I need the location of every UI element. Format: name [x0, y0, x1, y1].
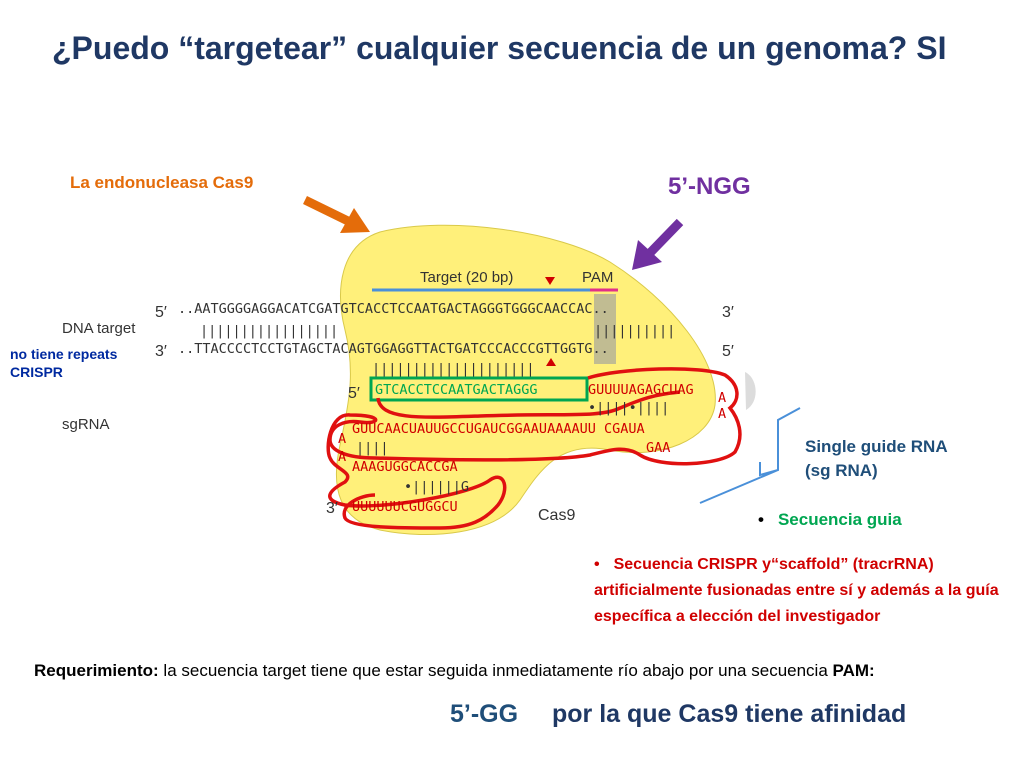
five-prime-sgrna: 5′ [348, 385, 360, 402]
pam-ngg-label: 5’-NGG [668, 173, 751, 200]
three-prime-bottom: 3′ [155, 343, 167, 360]
crispr-scaffold-label: Secuencia CRISPR y“scaffold” (tracrRNA) … [594, 556, 999, 625]
single-guide-rna-line1: Single guide RNA [805, 437, 948, 456]
secuencia-guia-label: Secuencia guia [777, 510, 902, 529]
cut-site-bottom-icon [546, 358, 556, 366]
cut-site-top-icon [545, 277, 555, 285]
guide-sequence: GTCACCTCCAATGACTAGGG [375, 382, 538, 398]
purple-arrow-icon [632, 218, 684, 270]
scaffold-row-1: GUUCAACUAUUGCCUGAUCGGAAUAAAAUU CGAUA [352, 421, 645, 437]
requirement-body: la secuencia target tiene que estar segu… [158, 661, 833, 680]
loop-a-1: A [718, 390, 726, 406]
pam-gg-motif: 5’-GG [450, 700, 519, 728]
dna-top-strand: ..AATGGGGAGGACATCGATGTCACCTCCAATGACTAGGG… [178, 301, 609, 317]
secuencia-guia-item: • Secuencia guia [758, 510, 902, 530]
requirement-pam: PAM: [832, 661, 875, 680]
single-guide-rna-line2: (sg RNA) [805, 461, 878, 480]
cas9-protein-shape [335, 224, 716, 536]
sgrna-bracket [699, 407, 801, 504]
scaffold-row-3: UUUUUUCGUGGCU [352, 499, 458, 515]
five-prime-top: 5′ [155, 304, 167, 321]
three-prime-top: 3′ [722, 304, 734, 321]
three-prime-sgrna: 3′ [326, 500, 338, 517]
dna-bottom-strand: ..TTACCCCTCCTGTAGCTACAGTGGAGGTTACTGATCCC… [178, 341, 609, 357]
loop-a-2: A [718, 406, 726, 422]
scaffold-row-2: AAAGUGGCACCGA [352, 459, 458, 475]
target-20bp-label: Target (20 bp) [420, 269, 513, 286]
dna-target-label: DNA target [62, 320, 136, 337]
rna-dna-pairs: |||||||||||||||||||| [372, 361, 535, 377]
left-a-1: A [338, 431, 346, 447]
stem-pairs-1: •||||•|||| [588, 400, 669, 416]
stem-pairs-2: |||| [356, 440, 389, 456]
left-a-2: A [338, 449, 346, 465]
cas9-figure-label: Cas9 [538, 507, 575, 524]
requirement-bold: Requerimiento: [34, 661, 159, 680]
single-guide-rna-label: Single guide RNA (sg RNA) [805, 435, 948, 483]
guide-sequence-box [369, 376, 589, 402]
bullet-icon: • [594, 556, 600, 573]
scaffold-gaa: GAA [646, 440, 670, 456]
stem-pairs-3: •||||||G [404, 479, 469, 495]
bullet-icon: • [758, 510, 764, 529]
no-repeats-label: no tiene repeats CRISPR [10, 346, 118, 380]
sgrna-scaffold-outline [326, 367, 742, 530]
guide-tail: GUUUUAGAGCUAG [588, 382, 694, 398]
cas9-affinity-text: por la que Cas9 tiene afinidad [552, 700, 907, 728]
cas9-endonuclease-label: La endonucleasa Cas9 [70, 173, 254, 192]
dna-pairs-left: ||||||||||||||||| [200, 323, 338, 339]
slide-title: ¿Puedo “targetear” cualquier secuencia d… [52, 30, 947, 66]
pam-highlight [594, 294, 616, 364]
sgrna-scaffold-loop [376, 390, 681, 419]
requirement-text: Requerimiento: la secuencia target tiene… [34, 658, 934, 684]
five-prime-bottom: 5′ [722, 343, 734, 360]
cas9-grey-lobe [745, 372, 756, 410]
orange-arrow-icon [303, 195, 370, 233]
crispr-scaffold-item: •Secuencia CRISPR y“scaffold” (tracrRNA)… [594, 552, 1014, 630]
sgrna-label: sgRNA [62, 416, 110, 433]
pam-label: PAM [582, 269, 613, 286]
dna-pairs-right: |||||||||| [594, 323, 675, 339]
